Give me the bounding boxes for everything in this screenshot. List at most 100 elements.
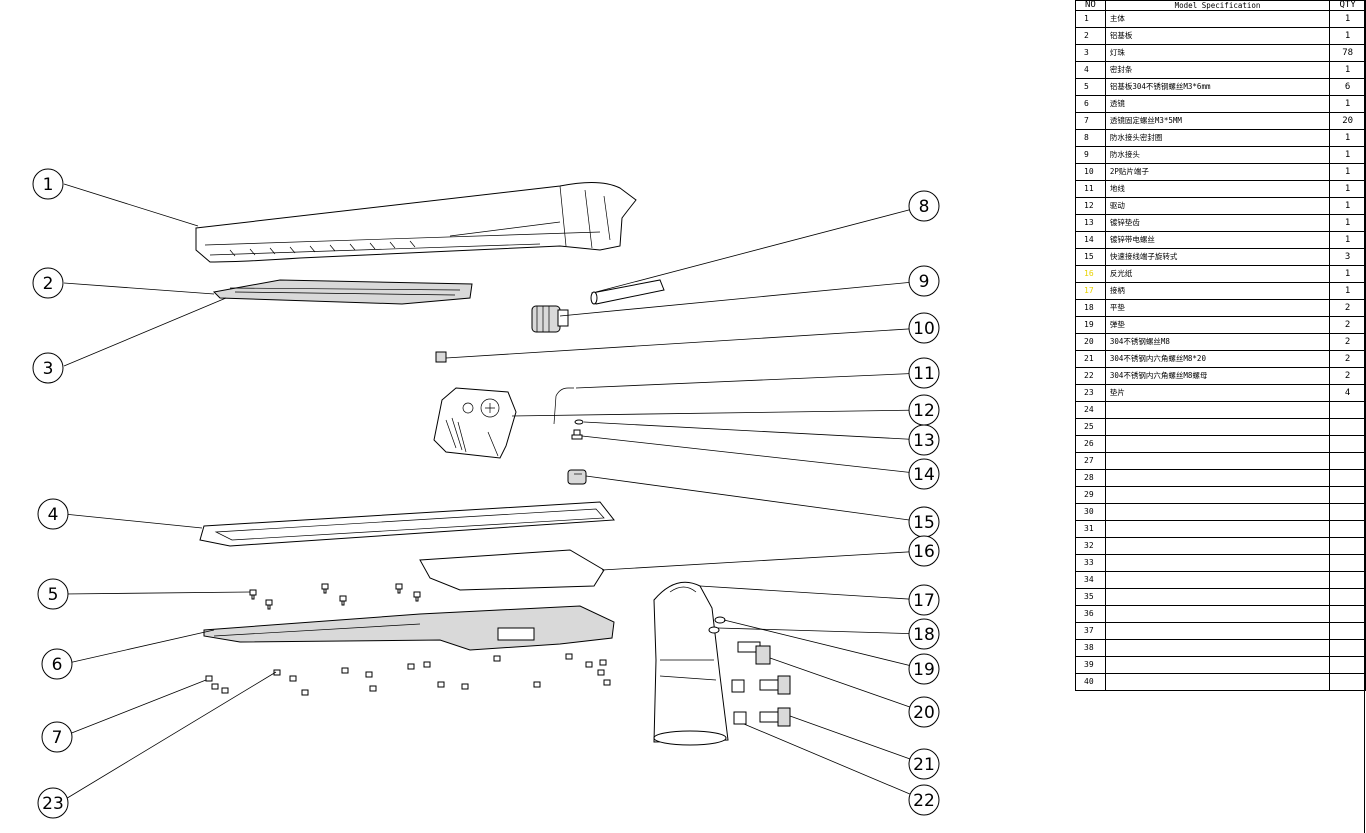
callout-9: 9 [908,265,940,297]
bom-cell-no: 21 [1075,350,1106,368]
part-quick-terminal [567,469,587,485]
part-zinc-washer [574,419,584,425]
part-pole-handle [653,581,729,746]
bom-cell-no: 35 [1075,588,1106,606]
bom-header-no: NO [1075,0,1106,11]
callout-18: 18 [908,618,940,650]
bom-cell-spec [1104,571,1331,589]
callout-17-label: 17 [913,591,935,611]
bom-row: 36 [1075,605,1366,623]
bom-cell-spec: 主体 [1104,10,1331,28]
callout-12: 12 [908,394,940,426]
bom-cell-spec: 快速接线端子旋转式 [1104,248,1331,266]
bom-cell-qty [1329,588,1366,606]
bom-cell-spec: 镀锌带电螺丝 [1104,231,1331,249]
callout-19: 19 [908,653,940,685]
part-lens-screws [205,653,611,696]
callout-8: 8 [908,190,940,222]
bom-cell-no: 40 [1075,673,1106,691]
callout-1: 1 [32,168,64,200]
bom-row: 30 [1075,503,1366,521]
callout-7: 7 [41,721,73,753]
bom-cell-no: 12 [1075,197,1106,215]
callout-13-label: 13 [913,431,935,451]
bom-cell-no: 32 [1075,537,1106,555]
bom-row: 27 [1075,452,1366,470]
bom-header-row: NO Model Specification QTY [1075,0,1366,11]
bom-cell-no: 28 [1075,469,1106,487]
bom-cell-qty: 1 [1329,10,1366,28]
bom-cell-qty [1329,520,1366,538]
bom-cell-spec: 弹垫 [1104,316,1331,334]
bom-row: 28 [1075,469,1366,487]
bom-cell-spec: 透镜固定螺丝M3*5MM [1104,112,1331,130]
callout-11: 11 [908,357,940,389]
part-m8-screw [737,641,771,665]
callout-18-label: 18 [913,625,935,645]
callout-20-label: 20 [913,703,935,723]
bom-cell-no: 17 [1075,282,1106,300]
callout-14: 14 [908,458,940,490]
bom-cell-spec: 304不锈钢内六角螺丝M8螺母 [1104,367,1331,385]
bom-cell-no: 1 [1075,10,1106,28]
bom-cell-qty: 1 [1329,146,1366,164]
bom-cell-no: 23 [1075,384,1106,402]
bom-cell-qty: 1 [1329,231,1366,249]
part-sealing-strip [199,501,615,547]
part-reflective-paper [419,549,605,591]
bom-cell-qty: 1 [1329,61,1366,79]
bom-cell-qty: 2 [1329,316,1366,334]
callout-6: 6 [41,648,73,680]
callout-2-label: 2 [43,274,54,294]
bom-row: 25 [1075,418,1366,436]
bom-cell-spec [1104,605,1331,623]
bom-cell-spec [1104,401,1331,419]
bom-cell-spec [1104,554,1331,572]
bom-cell-qty: 2 [1329,333,1366,351]
bom-cell-spec [1104,639,1331,657]
bom-row: 29 [1075,486,1366,504]
bom-cell-no: 5 [1075,78,1106,96]
bom-row: 37 [1075,622,1366,640]
bom-cell-qty: 1 [1329,163,1366,181]
callout-15-label: 15 [913,513,935,533]
bom-cell-qty: 20 [1329,112,1366,130]
callout-23-label: 23 [42,794,64,814]
bom-cell-qty: 1 [1329,129,1366,147]
callout-21-label: 21 [913,755,935,775]
callout-5-label: 5 [48,585,59,605]
bom-cell-no: 13 [1075,214,1106,232]
bom-cell-spec: 铝基板 [1104,27,1331,45]
part-lens [203,605,615,651]
part-main-body [195,182,637,263]
callout-11-label: 11 [913,364,935,384]
callout-7-label: 7 [52,728,63,748]
bom-cell-no: 24 [1075,401,1106,419]
bom-cell-no: 3 [1075,44,1106,62]
callout-13: 13 [908,424,940,456]
bom-cell-no: 26 [1075,435,1106,453]
bom-cell-no: 2 [1075,27,1106,45]
bom-cell-no: 15 [1075,248,1106,266]
bom-cell-spec: 防水接头密封圈 [1104,129,1331,147]
bom-cell-qty [1329,639,1366,657]
bom-cell-spec: 灯珠 [1104,44,1331,62]
bom-cell-no: 19 [1075,316,1106,334]
bom-cell-spec: 304不锈钢内六角螺丝M8*20 [1104,350,1331,368]
bom-cell-qty [1329,435,1366,453]
part-board-screws [249,583,421,610]
bom-cell-spec [1104,503,1331,521]
part-flat-washer [708,626,720,634]
bom-cell-qty [1329,486,1366,504]
bom-cell-spec: 铝基板304不锈钢螺丝M3*6mm [1104,78,1331,96]
